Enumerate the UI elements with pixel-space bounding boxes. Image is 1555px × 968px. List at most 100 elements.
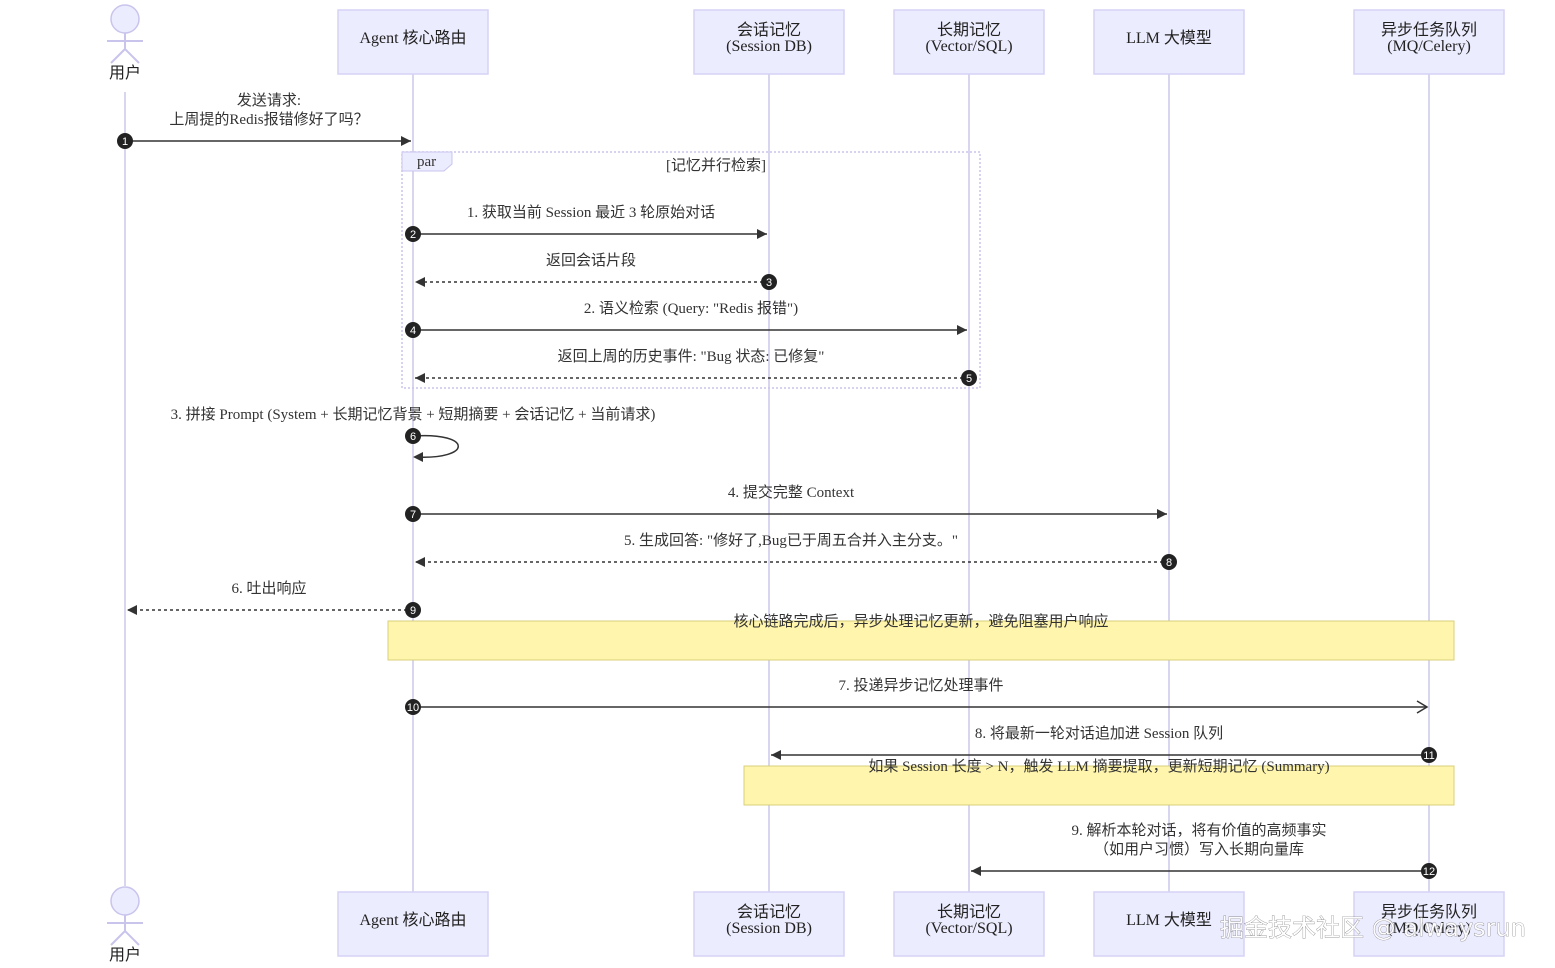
message-label: 1. 获取当前 Session 最近 3 轮原始对话 <box>467 204 715 221</box>
participant-bottom-session: 会话记忆(Session DB) <box>693 891 845 957</box>
par-tab <box>401 151 453 172</box>
participant-sublabel: (Vector/SQL) <box>925 920 1012 937</box>
sequence-number-badge <box>1161 554 1177 570</box>
note: 如果 Session 长度 > N，触发 LLM 摘要提取，更新短期记忆 (Su… <box>743 757 1455 806</box>
message-label: 上周提的Redis报错修好了吗？ <box>169 111 368 128</box>
arrowhead-icon <box>1416 700 1429 714</box>
message-4: 2. 语义检索 (Query: "Redis 报错") 4 <box>405 300 967 338</box>
arrowhead-icon <box>771 750 781 760</box>
message-label: 9. 解析本轮对话，将有价值的高频事实 <box>1071 822 1326 839</box>
participant-sublabel: (MQ/Celery) <box>1387 920 1471 937</box>
par-tag: par <box>417 154 436 170</box>
participant-sublabel: (Session DB) <box>726 38 812 55</box>
sequence-number: 1 <box>122 136 128 148</box>
sequence-number-badge <box>405 699 421 715</box>
message-2: 1. 获取当前 Session 最近 3 轮原始对话 2 <box>405 204 767 242</box>
participant-box <box>1093 891 1245 957</box>
sequence-number-badge <box>1421 863 1437 879</box>
message-label: 返回上周的历史事件: "Bug 状态: 已修复" <box>558 347 825 365</box>
message-7: 4. 提交完整 Context 7 <box>405 483 1167 522</box>
sequence-number-badge <box>117 133 133 149</box>
message-label: 4. 提交完整 Context <box>728 483 855 501</box>
sequence-number-badge <box>405 226 421 242</box>
participant-label: Agent 核心路由 <box>359 911 466 929</box>
participant-bottom-mq: 异步任务队列(MQ/Celery) <box>1353 891 1505 957</box>
actor-head-icon <box>110 4 140 34</box>
participant-box <box>1353 9 1505 75</box>
message-8: 5. 生成回答: "修好了,Bug已于周五合并入主分支。"8 <box>415 532 1177 570</box>
sequence-number: 2 <box>410 229 416 241</box>
participant-box <box>1353 891 1505 957</box>
sequence-number-badge <box>961 370 977 386</box>
participant-bottom-llm: LLM 大模型 <box>1093 891 1245 957</box>
note-text: 核心链路完成后，异步处理记忆更新，避免阻塞用户响应 <box>733 612 1108 630</box>
participant-bottom-longterm: 长期记忆(Vector/SQL) <box>893 891 1045 957</box>
participant-label: 用户 <box>109 946 141 964</box>
actor-head-icon <box>110 886 140 916</box>
actor-leg-icon <box>124 48 140 64</box>
sequence-number: 12 <box>1423 866 1435 878</box>
participant-box <box>893 9 1045 75</box>
par-block: par [记忆并行检索] <box>401 151 981 389</box>
message-label: 7. 投递异步记忆处理事件 <box>838 677 1003 694</box>
sequence-number-badge <box>761 274 777 290</box>
message-label: 发送请求: <box>237 92 301 109</box>
participant-box <box>337 891 489 957</box>
note-box <box>387 620 1455 661</box>
participant-box <box>693 9 845 75</box>
sequence-number-badge <box>405 322 421 338</box>
participant-label: LLM 大模型 <box>1126 29 1212 47</box>
arrowhead-icon <box>1157 509 1167 519</box>
arrowhead-icon <box>757 229 767 239</box>
sequence-number: 6 <box>410 431 416 443</box>
lifelines <box>124 74 1430 892</box>
participant-label: 异步任务队列 <box>1381 903 1477 921</box>
participant-sublabel: (Session DB) <box>726 920 812 937</box>
par-frame <box>401 151 981 389</box>
actor-leg-icon <box>110 48 126 64</box>
participant-box <box>337 9 489 75</box>
messages: 发送请求: 上周提的Redis报错修好了吗？ 1 1. 获取当前 Session 最近… <box>117 92 1437 879</box>
sequence-number-badge <box>405 602 421 618</box>
participant-label: 会话记忆 <box>737 21 801 39</box>
message-label: 8. 将最新一轮对话追加进 Session 队列 <box>975 725 1223 742</box>
participant-box <box>693 891 845 957</box>
participants-bottom: 用户 Agent 核心路由 会话记忆(Session DB) 长期记忆(Vector/… <box>107 886 1505 964</box>
par-label: [记忆并行检索] <box>666 157 766 174</box>
note-box <box>743 765 1455 806</box>
message-10: 7. 投递异步记忆处理事件 10 <box>405 677 1429 715</box>
message-label: 6. 吐出响应 <box>231 579 306 597</box>
participant-llm: LLM 大模型 <box>1093 9 1245 75</box>
note: 核心链路完成后，异步处理记忆更新，避免阻塞用户响应 <box>387 612 1455 661</box>
sequence-number-badge <box>1421 747 1437 763</box>
message-label: 2. 语义检索 (Query: "Redis 报错") <box>584 300 798 317</box>
watermark: 掘金技术社区 @ alwaysrun <box>1220 914 1526 942</box>
sequence-number: 4 <box>410 325 416 337</box>
participant-longterm: 长期记忆(Vector/SQL) <box>893 9 1045 75</box>
participant-label: Agent 核心路由 <box>359 29 466 47</box>
arrowhead-icon <box>413 452 423 462</box>
message-12: 9. 解析本轮对话，将有价值的高频事实 （如用户习惯）写入长期向量库 12 <box>971 822 1437 879</box>
sequence-number: 10 <box>407 702 419 714</box>
participant-agent: Agent 核心路由 <box>337 9 489 75</box>
participant-box <box>1093 9 1245 75</box>
note-text: 如果 Session 长度 > N，触发 LLM 摘要提取，更新短期记忆 (Su… <box>868 757 1329 775</box>
sequence-number-badge <box>405 428 421 444</box>
message-6: 3. 拼接 Prompt (System + 长期记忆背景 + 短期摘要 + 会… <box>171 405 655 462</box>
sequence-number-badge <box>405 506 421 522</box>
sequence-number: 9 <box>410 605 416 617</box>
message-label: 返回会话片段 <box>546 252 636 269</box>
message-label: （如用户习惯）写入长期向量库 <box>1094 841 1304 858</box>
participants-top: 用户Agent 核心路由会话记忆(Session DB)长期记忆(Vector/… <box>107 4 1505 82</box>
actor-leg-icon <box>110 930 126 946</box>
participant-mq: 异步任务队列(MQ/Celery) <box>1353 9 1505 75</box>
participant-label: 会话记忆 <box>737 903 801 921</box>
arrowhead-icon <box>415 557 425 567</box>
self-arrow <box>412 434 459 458</box>
sequence-number: 7 <box>410 509 416 521</box>
participant-sublabel: (MQ/Celery) <box>1387 38 1471 55</box>
participant-bottom-agent: Agent 核心路由 <box>337 891 489 957</box>
